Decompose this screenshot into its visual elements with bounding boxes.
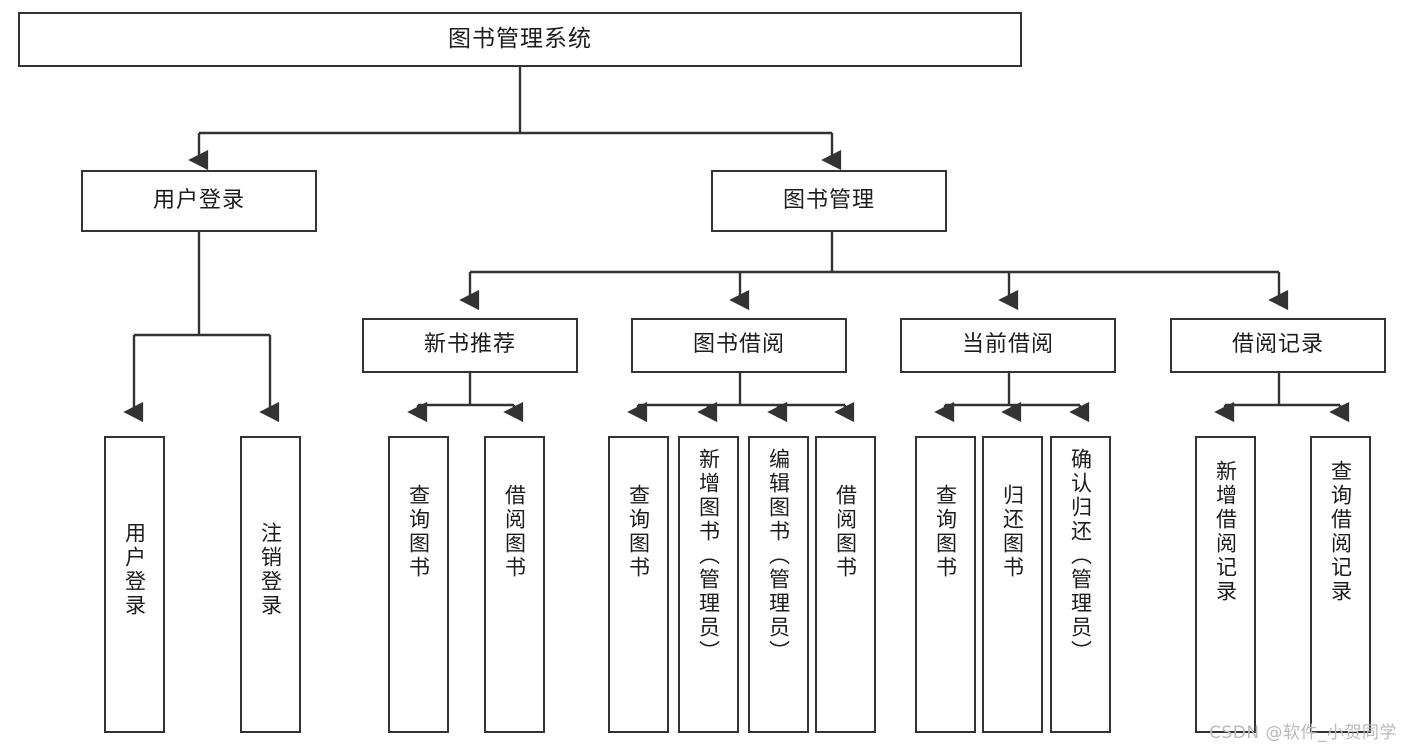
node-leaf-query-book-2[interactable]: 查询图书 bbox=[608, 436, 669, 733]
node-leaf-query-book-3-label: 查询图书 bbox=[933, 484, 958, 580]
node-leaf-confirm-return[interactable]: 确认归还（管理员） bbox=[1050, 436, 1111, 733]
node-new-book-recommend[interactable]: 新书推荐 bbox=[362, 318, 578, 373]
node-leaf-user-login-label: 用户登录 bbox=[122, 522, 147, 618]
node-leaf-add-book[interactable]: 新增图书（管理员） bbox=[678, 436, 739, 733]
node-leaf-query-record[interactable]: 查询借阅记录 bbox=[1310, 436, 1371, 733]
node-leaf-return-book[interactable]: 归还图书 bbox=[982, 436, 1043, 733]
node-leaf-user-logout-label: 注销登录 bbox=[258, 522, 283, 618]
node-leaf-query-book-1[interactable]: 查询图书 bbox=[388, 436, 449, 733]
node-leaf-add-book-label: 新增图书（管理员） bbox=[696, 448, 721, 664]
node-borrow-record-label: 借阅记录 bbox=[1231, 332, 1324, 358]
node-leaf-add-record[interactable]: 新增借阅记录 bbox=[1195, 436, 1256, 733]
csdn-watermark: CSDN @软件_小贺同学 bbox=[1209, 723, 1397, 743]
node-leaf-borrow-book-2-label: 借阅图书 bbox=[833, 484, 858, 580]
node-new-book-recommend-label: 新书推荐 bbox=[423, 332, 516, 358]
node-current-borrow[interactable]: 当前借阅 bbox=[900, 318, 1116, 373]
node-leaf-query-book-3[interactable]: 查询图书 bbox=[915, 436, 976, 733]
node-root[interactable]: 图书管理系统 bbox=[18, 12, 1022, 67]
node-current-borrow-label: 当前借阅 bbox=[961, 332, 1054, 358]
node-book-manage-label: 图书管理 bbox=[782, 187, 875, 213]
node-book-borrow[interactable]: 图书借阅 bbox=[631, 318, 847, 373]
node-leaf-query-book-2-label: 查询图书 bbox=[626, 484, 651, 580]
node-user-login-label: 用户登录 bbox=[152, 187, 245, 213]
node-leaf-query-record-label: 查询借阅记录 bbox=[1328, 460, 1353, 604]
node-borrow-record[interactable]: 借阅记录 bbox=[1170, 318, 1386, 373]
node-leaf-user-login[interactable]: 用户登录 bbox=[104, 436, 165, 733]
node-book-borrow-label: 图书借阅 bbox=[692, 332, 785, 358]
node-leaf-confirm-return-label: 确认归还（管理员） bbox=[1068, 448, 1093, 664]
node-book-manage[interactable]: 图书管理 bbox=[711, 170, 947, 232]
node-leaf-return-book-label: 归还图书 bbox=[1000, 484, 1025, 580]
node-root-label: 图书管理系统 bbox=[448, 25, 592, 52]
node-leaf-borrow-book-1[interactable]: 借阅图书 bbox=[484, 436, 545, 733]
node-user-login[interactable]: 用户登录 bbox=[81, 170, 317, 232]
node-leaf-edit-book[interactable]: 编辑图书（管理员） bbox=[748, 436, 809, 733]
node-leaf-edit-book-label: 编辑图书（管理员） bbox=[766, 448, 791, 664]
node-leaf-borrow-book-1-label: 借阅图书 bbox=[502, 484, 527, 580]
node-leaf-add-record-label: 新增借阅记录 bbox=[1213, 460, 1238, 604]
node-leaf-query-book-1-label: 查询图书 bbox=[406, 484, 431, 580]
node-leaf-user-logout[interactable]: 注销登录 bbox=[240, 436, 301, 733]
node-leaf-borrow-book-2[interactable]: 借阅图书 bbox=[815, 436, 876, 733]
